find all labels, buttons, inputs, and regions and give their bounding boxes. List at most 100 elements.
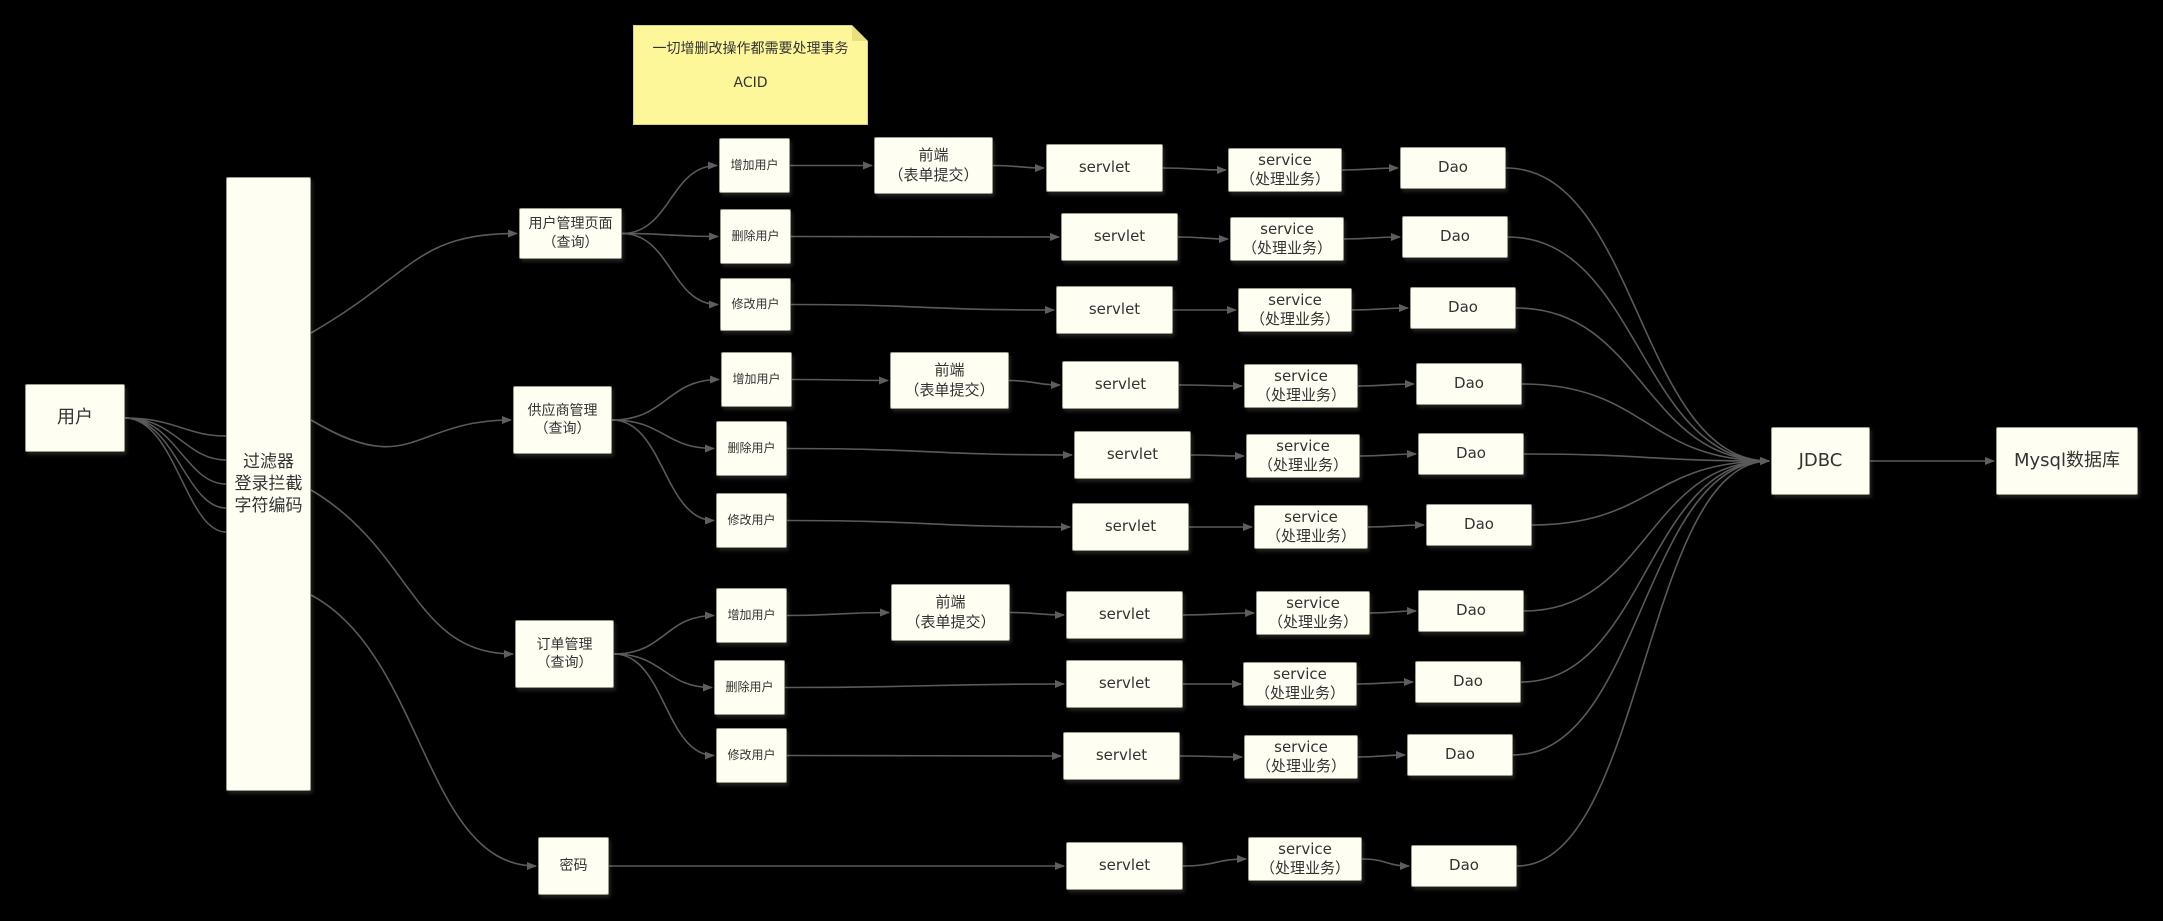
delete-user-node: 删除用户 [716, 421, 787, 476]
module-password: 密码 [538, 837, 609, 895]
edge-user-filter [124, 417, 227, 461]
edge-s5-v5 [1190, 451, 1245, 460]
edge-module-to-o9 [613, 653, 715, 760]
filter-node: 过滤器 登录拦截 字符编码 [226, 177, 311, 791]
edge-dao-jdbc-7 [1523, 457, 1770, 612]
edge-s9-v9 [1179, 752, 1243, 761]
add-user-node: 增加用户 [716, 588, 787, 643]
servlet-node: servlet [1072, 503, 1189, 551]
servlet-node: servlet [1056, 286, 1173, 334]
edge-v10-d10 [1361, 858, 1410, 870]
edge-module-to-o6 [611, 419, 715, 525]
edge-user-filter [124, 417, 227, 509]
servlet-node: servlet [1062, 361, 1179, 409]
edge-f4-s4 [1008, 379, 1061, 389]
edge-v8-d8 [1356, 678, 1414, 687]
delete-user-node: 删除用户 [714, 660, 785, 715]
edge-v5-d5 [1359, 450, 1417, 459]
edge-filter-m2 [310, 416, 512, 448]
modify-user-node: 修改用户 [720, 278, 791, 331]
edge-dao-jdbc-5 [1523, 453, 1770, 465]
edge-user-filter [124, 417, 227, 485]
service-node: service （处理业务） [1228, 148, 1342, 192]
edge-module-to-o3 [621, 232, 719, 309]
servlet-node: servlet [1061, 213, 1178, 261]
edge-module-to-o1 [621, 161, 718, 235]
edge-module-to-o4 [611, 375, 720, 421]
edge-s2-v2 [1177, 234, 1229, 243]
edge-user-filter [124, 417, 227, 533]
service-node: service （处理业务） [1243, 662, 1357, 706]
modify-user-node: 修改用户 [716, 728, 787, 783]
module-order-management: 订单管理 （查询） [515, 620, 614, 688]
edge-v7-d7 [1369, 607, 1417, 616]
service-node: service （处理业务） [1244, 364, 1358, 408]
dao-node: Dao [1418, 433, 1524, 475]
edge-dao-jdbc-6 [1531, 457, 1770, 526]
service-node: service （处理业务） [1248, 837, 1362, 881]
edge-module-to-o5 [611, 419, 715, 453]
edge-o3-s3 [790, 303, 1055, 314]
edge-dao-jdbc-10 [1516, 457, 1770, 867]
edge-dao-jdbc-4 [1521, 383, 1770, 465]
servlet-node: servlet [1066, 842, 1183, 890]
edge-o9-s9 [786, 751, 1062, 760]
edge-v6-d6 [1367, 521, 1425, 530]
user-node: 用户 [25, 384, 125, 452]
edge-o7-f7 [786, 608, 890, 617]
service-node: service （处理业务） [1254, 505, 1368, 549]
note-line-1: 一切增删改操作都需要处理事务 [652, 41, 849, 57]
add-user-node: 增加用户 [719, 138, 790, 193]
delete-user-node: 删除用户 [720, 209, 791, 264]
frontend-form-node: 前端 （表单提交） [874, 137, 993, 194]
acid-note: 一切增删改操作都需要处理事务 ACID [633, 25, 868, 125]
modify-user-node: 修改用户 [716, 493, 787, 548]
add-user-node: 增加用户 [721, 352, 792, 407]
servlet-node: servlet [1063, 732, 1180, 780]
edge-o2-s2 [790, 232, 1060, 241]
edge-o4-f4 [791, 376, 889, 385]
edge-v3-d3 [1351, 304, 1409, 313]
service-node: service （处理业务） [1246, 434, 1360, 478]
edge-v4-d4 [1357, 380, 1415, 389]
dao-node: Dao [1415, 661, 1521, 703]
edge-module-to-o8 [613, 653, 713, 692]
edge-s1-v1 [1162, 165, 1227, 174]
edge-dao-jdbc-3 [1515, 307, 1770, 465]
jdbc-node: JDBC [1771, 427, 1870, 495]
edge-f1-s1 [992, 163, 1045, 172]
note-fold [852, 25, 868, 41]
edge-dao-jdbc-2 [1507, 236, 1770, 465]
servlet-node: servlet [1046, 144, 1163, 192]
frontend-form-node: 前端 （表单提交） [890, 352, 1009, 409]
edge-f7-s7 [1009, 610, 1065, 619]
dao-node: Dao [1400, 147, 1506, 189]
dao-node: Dao [1407, 734, 1513, 776]
service-node: service （处理业务） [1230, 217, 1344, 261]
edge-s10-v10 [1182, 855, 1247, 867]
edge-o5-s5 [786, 447, 1073, 459]
module-supplier-management: 供应商管理 （查询） [513, 386, 612, 454]
mysql-node: Mysql数据库 [1996, 427, 2138, 495]
note-line-2: ACID [733, 75, 768, 91]
edge-v9-d9 [1357, 751, 1406, 760]
dao-node: Dao [1426, 504, 1532, 546]
edge-v1-d1 [1341, 164, 1399, 173]
edge-s4-v4 [1178, 381, 1243, 390]
edge-dao-jdbc-1 [1505, 167, 1770, 465]
servlet-node: servlet [1066, 660, 1183, 708]
edge-o6-s6 [786, 519, 1071, 531]
edge-dao-jdbc-9 [1512, 457, 1770, 756]
edge-module-to-o2 [621, 232, 719, 241]
edge-dao-jdbc-8 [1520, 457, 1770, 683]
servlet-node: servlet [1066, 591, 1183, 639]
dao-node: Dao [1416, 363, 1522, 405]
module-user-management: 用户管理页面 （查询） [519, 208, 622, 259]
edge-filter-m4 [310, 594, 537, 870]
edge-filter-m1 [310, 229, 518, 334]
dao-node: Dao [1410, 287, 1516, 329]
dao-node: Dao [1418, 590, 1524, 632]
edge-o8-s8 [784, 680, 1065, 689]
